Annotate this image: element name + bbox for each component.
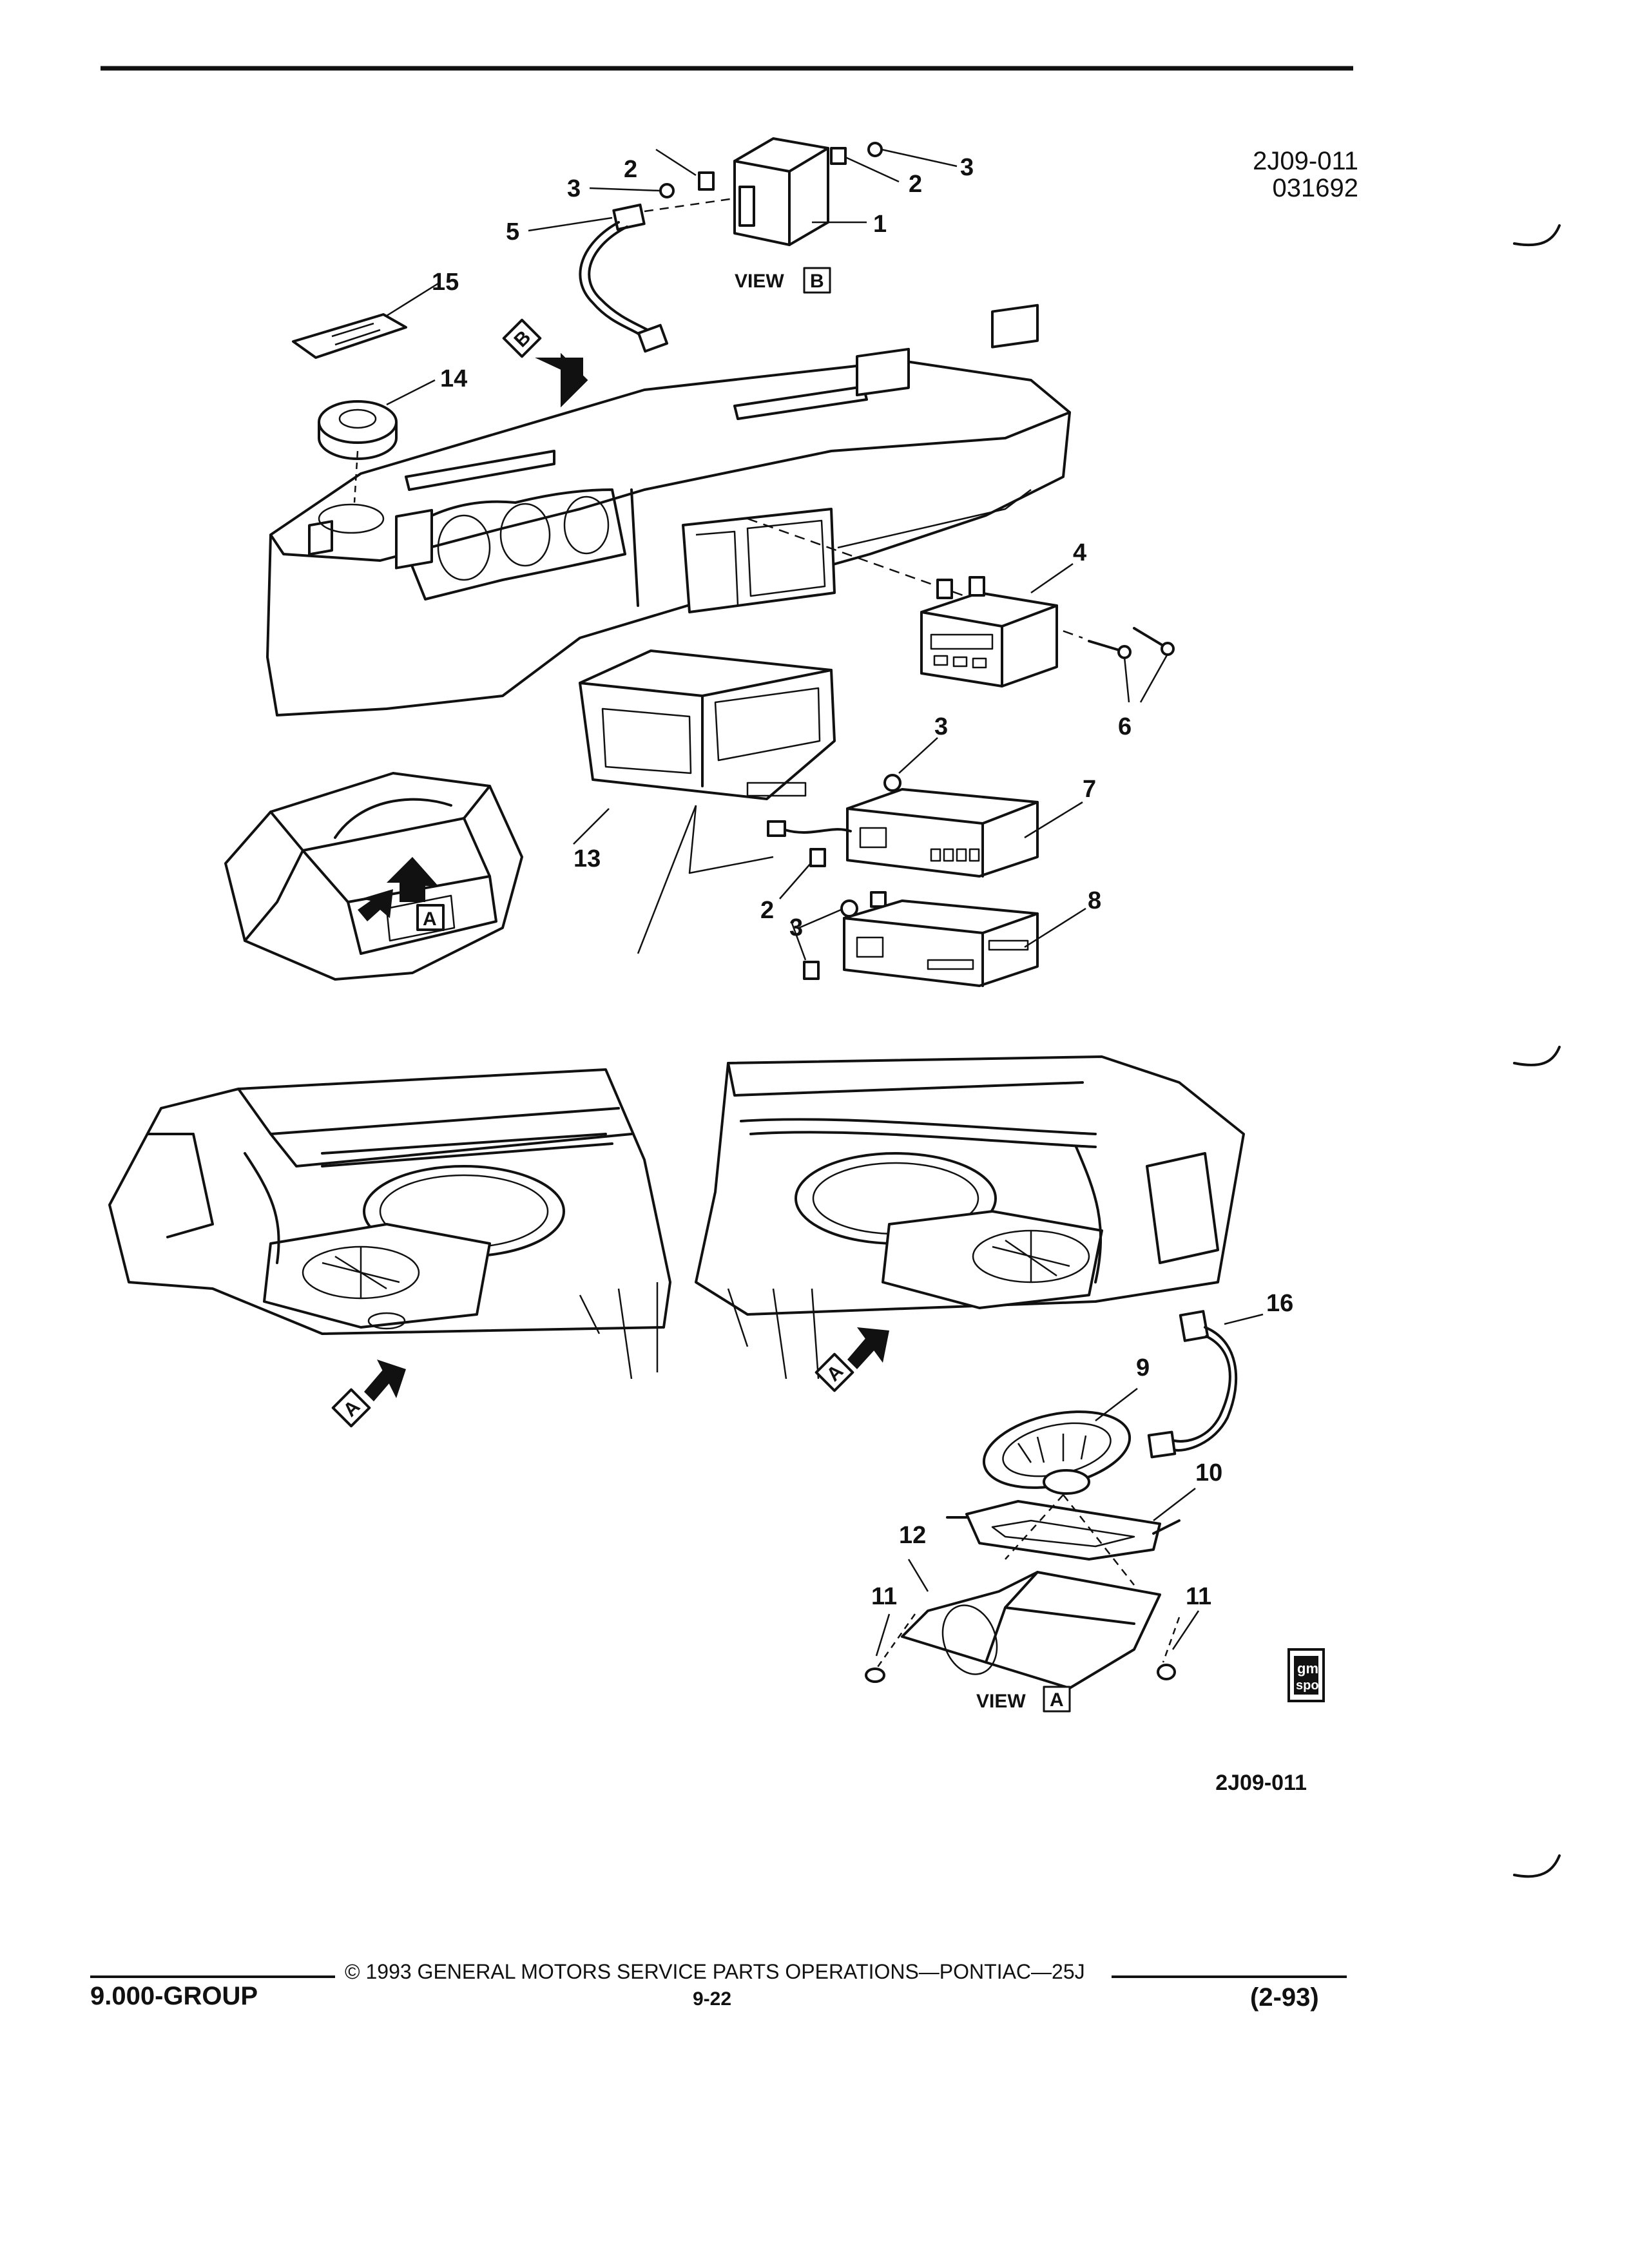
callout-4: 4 [1073, 539, 1086, 566]
illustration-code-top: 2J09-011 [1253, 147, 1358, 175]
callout-6: 6 [1118, 713, 1132, 740]
view-b-letter: B [810, 271, 824, 292]
callout-11b: 11 [1186, 1583, 1211, 1610]
callout-10: 10 [1195, 1459, 1222, 1486]
callout-8: 8 [1088, 887, 1101, 914]
radio-7 [767, 737, 1083, 980]
page-edge-tick-2 [1513, 1046, 1561, 1066]
logo-text-gm: gm [1297, 1660, 1318, 1677]
view-b-arrow: B [502, 318, 588, 408]
callout-16: 16 [1266, 1290, 1293, 1317]
footer-rule-right [1112, 1975, 1347, 1978]
knob-14 [318, 379, 436, 460]
view-b-word: VIEW [735, 271, 784, 292]
view-b-label: VIEW B [735, 267, 831, 294]
footer-revision: (2-93) [1250, 1983, 1319, 2012]
callout-9: 9 [1136, 1354, 1150, 1381]
callout-12: 12 [899, 1522, 926, 1549]
view-a-letter: A [1050, 1689, 1064, 1711]
logo-text-spo: spo [1296, 1678, 1319, 1693]
view-b-assembly [528, 137, 958, 353]
callout-2a: 2 [624, 156, 637, 183]
radio-4 [920, 562, 1175, 703]
footer-group: 9.000-GROUP [90, 1982, 258, 2010]
callout-15: 15 [432, 269, 459, 296]
callout-3a: 3 [567, 175, 581, 202]
callout-3b: 3 [960, 154, 974, 181]
view-a-assembly [865, 1310, 1264, 1689]
callout-labels: 1 2 2 3 3 5 15 14 4 6 3 7 13 8 2 3 16 9 … [432, 154, 1293, 1610]
callout-11a: 11 [871, 1583, 897, 1610]
callout-2c: 2 [760, 897, 774, 924]
illustration-code-bottom: 2J09-011 [1215, 1771, 1307, 1795]
view-a-word: VIEW [976, 1691, 1026, 1712]
left-rear-shelf: A [108, 1068, 671, 1428]
footer-copyright: © 1993 GENERAL MOTORS SERVICE PARTS OPER… [345, 1960, 1085, 1983]
instrument-panel [266, 303, 1083, 716]
trim-plate-15 [292, 282, 439, 359]
gm-spo-logo: gm spo [1287, 1648, 1325, 1702]
right-rear-shelf: A [695, 1055, 1245, 1392]
footer-page-number: 9-22 [693, 1988, 732, 2010]
radio-8 [843, 899, 1086, 987]
callout-13: 13 [574, 845, 601, 872]
illustration-date-code: 031692 [1272, 174, 1358, 202]
page-edge-tick-1 [1513, 224, 1561, 247]
callout-3c: 3 [934, 713, 948, 740]
callout-2b: 2 [909, 171, 922, 198]
view-a-label: VIEW A [976, 1686, 1071, 1713]
callout-1: 1 [873, 211, 887, 238]
detail-a-letter: A [423, 908, 437, 930]
mounting-bracket-13 [573, 649, 836, 954]
callout-3d: 3 [789, 914, 803, 941]
callout-5: 5 [506, 218, 519, 245]
vehicle-rear-detail: A [224, 772, 523, 981]
footer-rule-left [90, 1975, 335, 1978]
page-edge-tick-3 [1513, 1854, 1561, 1878]
callout-14: 14 [440, 365, 467, 392]
callout-7: 7 [1083, 776, 1096, 803]
